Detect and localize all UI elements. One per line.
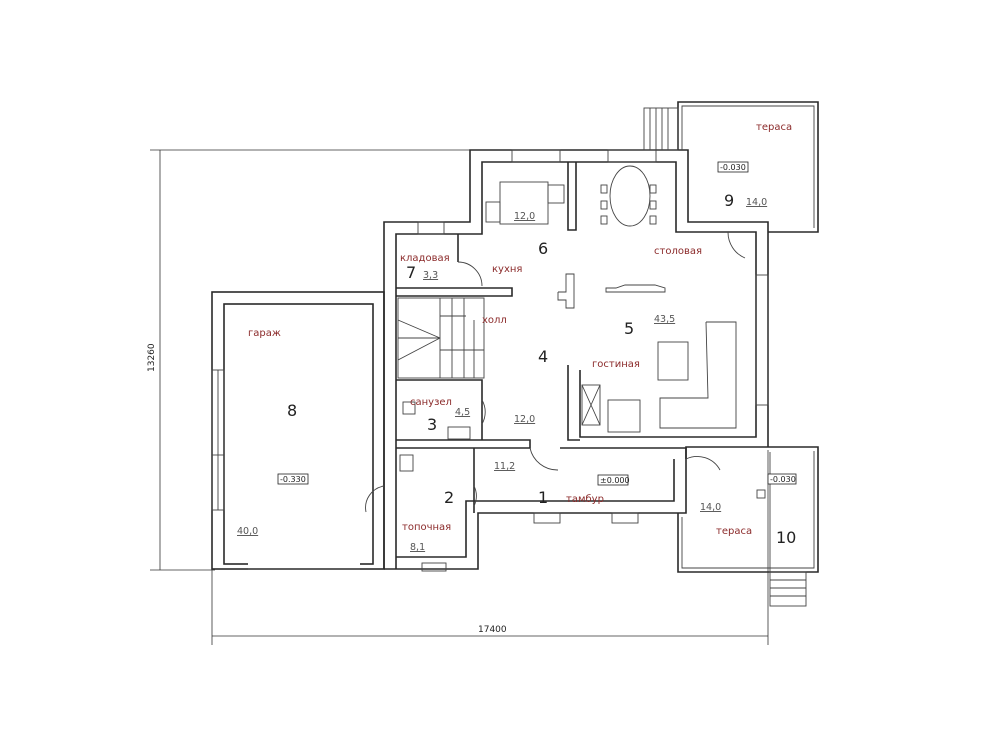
doors bbox=[365, 231, 746, 513]
room-area: 4,5 bbox=[455, 407, 470, 418]
room-name: гараж bbox=[248, 328, 281, 339]
room-number: 3 bbox=[427, 415, 437, 434]
room-area: 8,1 bbox=[410, 542, 425, 553]
room-7: 7 кладовая 3,3 bbox=[400, 253, 450, 282]
room-name: топочная bbox=[402, 522, 451, 533]
room-number: 10 bbox=[776, 528, 796, 547]
main-walls bbox=[383, 149, 769, 572]
terrace-10 bbox=[677, 446, 819, 607]
room-2: 2 топочная 8,1 bbox=[402, 488, 454, 553]
room-area: 3,3 bbox=[423, 270, 438, 281]
dimension-width-label: 17400 bbox=[478, 625, 507, 635]
room-name: кладовая bbox=[400, 253, 450, 264]
room-8: 8 гараж 40,0 -0.330 bbox=[237, 328, 309, 537]
room-name: тераса bbox=[756, 122, 792, 133]
room-10: 10 тераса 14,0 -0.030 bbox=[700, 473, 797, 547]
dimension-height: 13260 bbox=[147, 149, 470, 571]
room-number: 8 bbox=[287, 401, 297, 420]
room-number: 7 bbox=[406, 263, 416, 282]
level-mark: ±0.000 bbox=[600, 476, 630, 485]
room-name: гостиная bbox=[592, 359, 640, 370]
level-mark: -0.030 bbox=[720, 163, 746, 172]
staircase bbox=[397, 297, 485, 379]
dimension-height-label: 13260 bbox=[147, 343, 157, 372]
dining-label: столовая bbox=[654, 246, 702, 257]
room-number: 2 bbox=[444, 488, 454, 507]
room-6: 6 кухня 12,0 столовая bbox=[492, 211, 702, 275]
level-mark: -0.330 bbox=[280, 475, 306, 484]
terrace-9 bbox=[643, 101, 819, 233]
room-number: 4 bbox=[538, 347, 548, 366]
room-3: 3 санузел 4,5 bbox=[410, 397, 470, 434]
room-number: 6 bbox=[538, 239, 548, 258]
room-area: 40,0 bbox=[237, 526, 258, 537]
room-name: санузел bbox=[410, 397, 452, 408]
room-9: 9 тераса 14,0 -0.030 bbox=[717, 122, 792, 210]
room-name: тамбур bbox=[566, 494, 604, 505]
room-number: 5 bbox=[624, 319, 634, 338]
room-name: тераса bbox=[716, 526, 752, 537]
room-area: 14,0 bbox=[746, 197, 767, 208]
room-number: 1 bbox=[538, 488, 548, 507]
level-mark: -0.030 bbox=[770, 475, 796, 484]
room-5: 5 гостиная 43,5 bbox=[592, 314, 675, 370]
room-area: 43,5 bbox=[654, 314, 675, 325]
room-4: 4 холл 12,0 bbox=[482, 315, 548, 425]
room-area: 11,2 bbox=[494, 461, 515, 472]
room-number: 9 bbox=[724, 191, 734, 210]
room-name: холл bbox=[482, 315, 507, 326]
room-area: 14,0 bbox=[700, 502, 721, 513]
furniture bbox=[399, 165, 737, 472]
room-area: 12,0 bbox=[514, 414, 535, 425]
room-name: кухня bbox=[492, 264, 522, 275]
room-area: 12,0 bbox=[514, 211, 535, 222]
room-1: 1 тамбур 11,2 ±0.000 bbox=[494, 461, 630, 507]
garage-walls bbox=[211, 291, 385, 570]
